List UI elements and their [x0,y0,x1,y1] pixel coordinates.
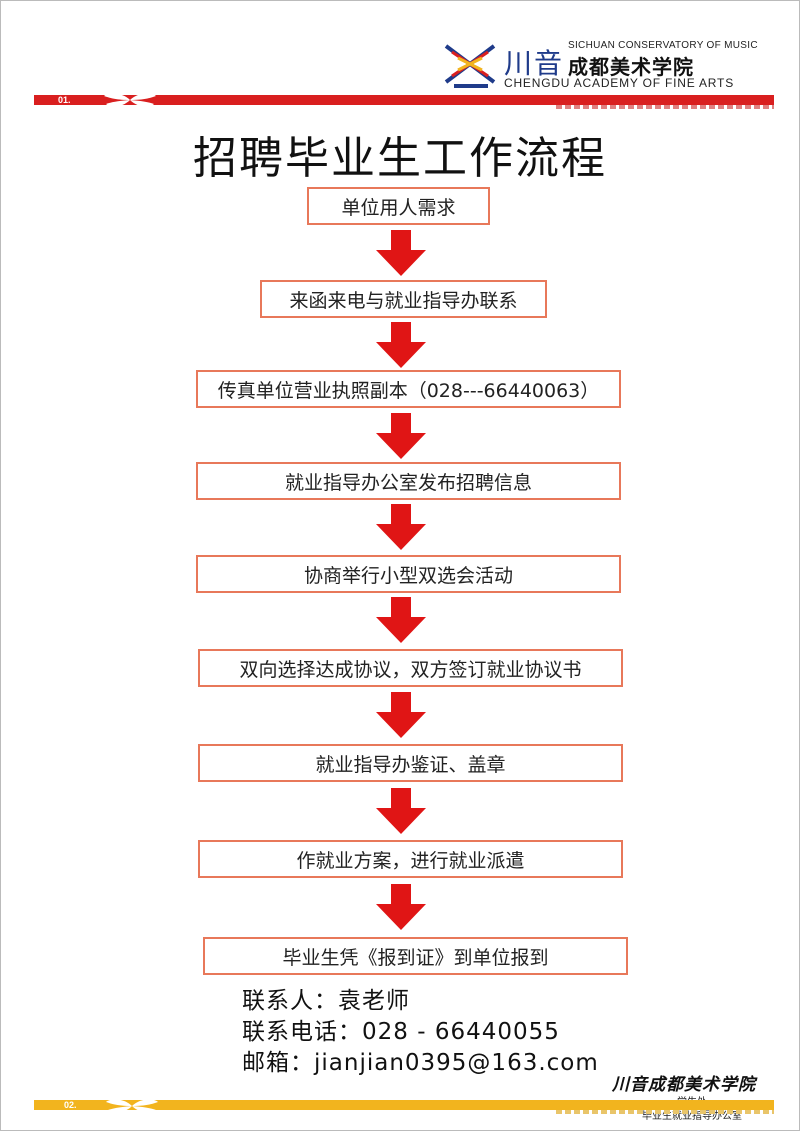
down-arrow-icon [376,230,426,276]
down-arrow-icon [376,322,426,368]
flow-step-7: 就业指导办鉴证、盖章 [198,744,623,782]
page-title: 招聘毕业生工作流程 [193,133,607,184]
down-arrow-icon [376,597,426,643]
top-stripe-dashes [556,105,774,109]
contact-person: 联系人：袁老师 [242,988,410,1014]
down-arrow-icon [376,504,426,550]
logo-english-bottom: CHENGDU ACADEMY OF FINE ARTS [504,76,734,90]
logo-english-top: SICHUAN CONSERVATORY OF MUSIC [568,40,758,51]
butterfly-icon [106,1099,158,1113]
down-arrow-icon [376,692,426,738]
flow-step-5: 协商举行小型双选会活动 [196,555,621,593]
logo-chuanyin-text: 川音 [504,47,565,80]
signature-office: 毕业生就业指导办公室 [642,1111,742,1122]
down-arrow-icon [376,413,426,459]
page-number-top: 01. [58,95,71,105]
down-arrow-icon [376,884,426,930]
butterfly-icon [104,93,156,107]
flow-step-3: 传真单位营业执照副本（028---66440063） [196,370,621,408]
logo-emblem-icon [444,44,496,88]
bottom-yellow-stripe [34,1100,774,1110]
logo-chinese-name: 成都美术学院 [568,55,694,79]
top-red-stripe [34,95,774,105]
flow-step-2: 来函来电与就业指导办联系 [260,280,547,318]
contact-phone: 联系电话：028 - 66440055 [242,1019,560,1045]
flow-step-4: 就业指导办公室发布招聘信息 [196,462,621,500]
school-logo: 川音 SICHUAN CONSERVATORY OF MUSIC 成都美术学院 … [444,38,774,92]
signature-school: 川音成都美术学院 [612,1075,756,1095]
bottom-stripe-dashes [556,1110,774,1114]
flow-step-8: 作就业方案，进行就业派遣 [198,840,623,878]
contact-email: 邮箱：jianjian0395@163.com [242,1050,599,1076]
flow-step-1: 单位用人需求 [307,187,490,225]
page-number-bottom: 02. [64,1100,77,1110]
flow-step-6: 双向选择达成协议，双方签订就业协议书 [198,649,623,687]
flow-step-9: 毕业生凭《报到证》到单位报到 [203,937,628,975]
down-arrow-icon [376,788,426,834]
